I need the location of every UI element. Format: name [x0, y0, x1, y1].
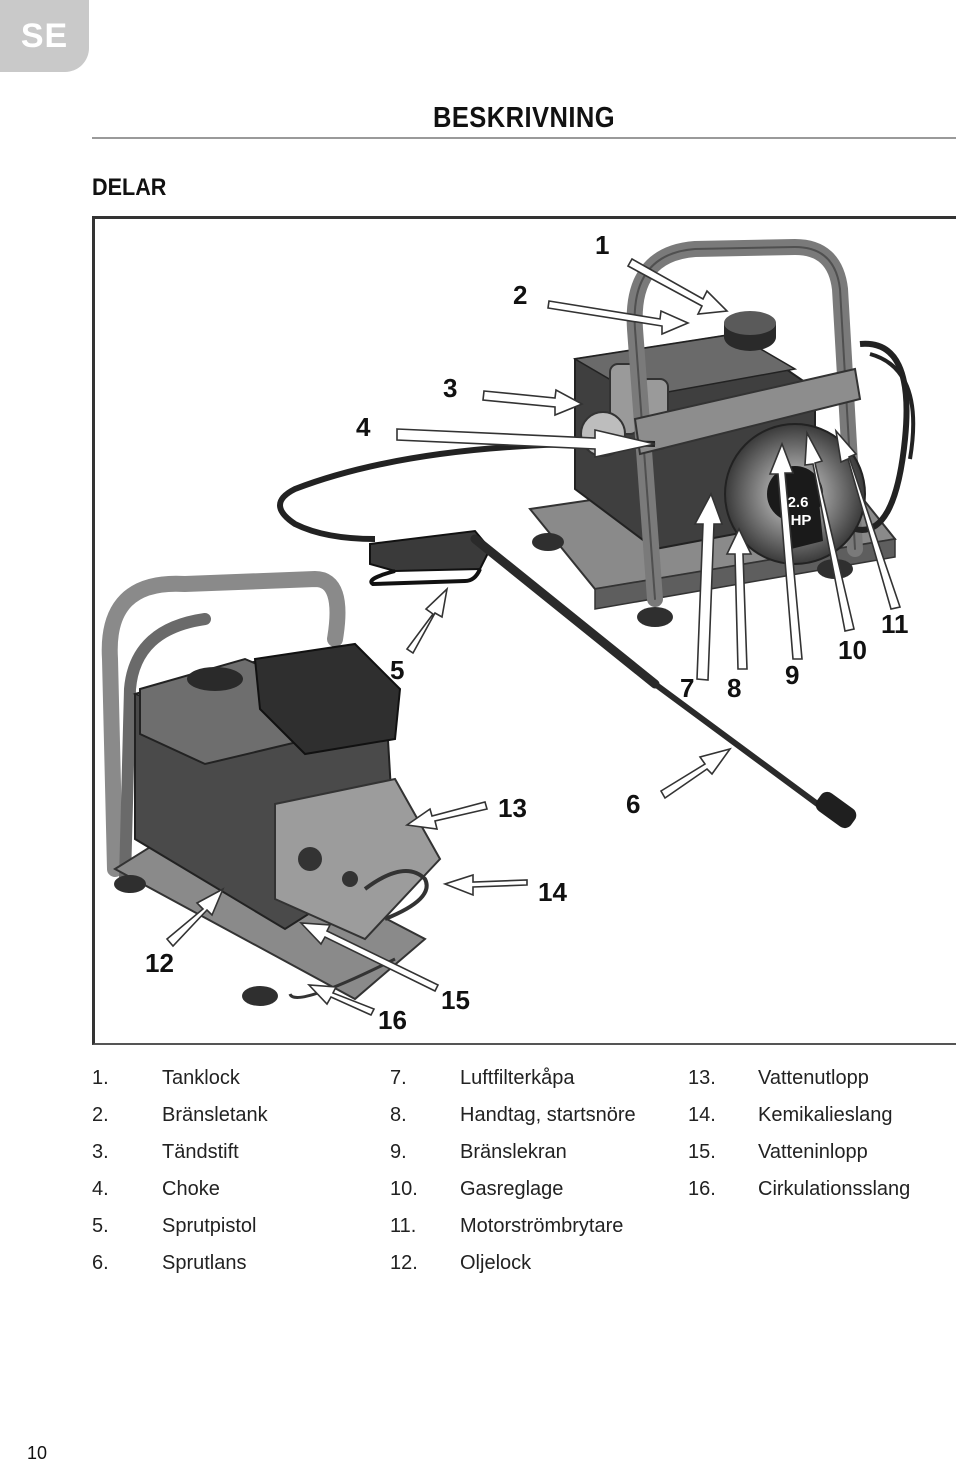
callout-8: 8 — [727, 673, 741, 703]
arrow-8 — [725, 527, 753, 670]
arrow-6 — [659, 747, 732, 800]
part-number: 5. — [92, 1215, 109, 1237]
hp-badge: 2.6 HP — [785, 481, 823, 549]
part-item: 9. Bränslekran — [390, 1134, 636, 1171]
arrow-14 — [442, 873, 528, 897]
arrow-5 — [405, 586, 449, 655]
parts-column-3: 13. Vattenutlopp 14. Kemikalieslang 15. Vat… — [688, 1060, 910, 1208]
part-label: Oljelock — [460, 1252, 532, 1274]
part-label: Cirkulationsslang — [758, 1178, 911, 1200]
part-item: 13. Vattenutlopp — [688, 1060, 910, 1097]
hp-badge-line1: 2.6 — [788, 494, 809, 511]
part-label: Handtag, startsnöre — [460, 1104, 636, 1126]
callout-5: 5 — [390, 655, 404, 685]
arrow-13 — [404, 801, 489, 830]
callout-9: 9 — [785, 660, 799, 690]
part-number: 10. — [390, 1178, 418, 1200]
callout-7: 7 — [680, 673, 694, 703]
callout-16: 16 — [378, 1005, 407, 1035]
part-label: Choke — [162, 1178, 220, 1200]
part-label: Vattenutlopp — [758, 1067, 869, 1089]
callout-4: 4 — [356, 412, 371, 442]
part-label: Sprutpistol — [162, 1215, 257, 1237]
callout-15: 15 — [441, 985, 470, 1015]
part-item: 5. Sprutpistol — [92, 1208, 268, 1245]
hp-badge-line2: HP — [791, 512, 812, 529]
callout-2: 2 — [513, 280, 527, 310]
part-number: 1. — [92, 1067, 109, 1089]
part-label: Bränsletank — [162, 1104, 268, 1126]
part-number: 7. — [390, 1067, 407, 1089]
arrow-4 — [396, 428, 656, 458]
pressure-washer-figure: 2.6 HP — [92, 216, 956, 1045]
arrow-12 — [165, 887, 225, 948]
part-number: 16. — [688, 1178, 716, 1200]
arrow-7 — [693, 492, 724, 681]
callout-13: 13 — [498, 793, 527, 823]
arrow-2 — [547, 300, 691, 336]
page-number: 10 — [27, 1443, 48, 1463]
language-tab: SE — [0, 0, 89, 72]
part-label: Tändstift — [162, 1141, 239, 1163]
part-item: 4. Choke — [92, 1171, 268, 1208]
part-item: 1. Tanklock — [92, 1060, 268, 1097]
part-number: 2. — [92, 1104, 109, 1126]
part-number: 12. — [390, 1252, 418, 1274]
part-label: Bränslekran — [460, 1141, 567, 1163]
page-title: BESKRIVNING — [432, 102, 616, 134]
machine-front-view — [101, 570, 442, 1006]
parts-column-2: 7. Luftfilterkåpa 8. Handtag, startsnöre 9… — [390, 1060, 636, 1282]
parts-column-1: 1. Tanklock 2. Bränsletank 3. Tändstift 4. C… — [92, 1060, 268, 1282]
part-number: 11. — [390, 1215, 417, 1237]
part-label: Sprutlans — [162, 1252, 247, 1274]
part-label: Kemikalieslang — [758, 1104, 893, 1126]
arrow-16 — [306, 984, 376, 1017]
part-item: 10. Gasreglage — [390, 1171, 636, 1208]
callout-10: 10 — [838, 635, 867, 665]
part-item: 16. Cirkulationsslang — [688, 1171, 910, 1208]
callout-11: 11 — [881, 609, 909, 639]
part-number: 8. — [390, 1104, 407, 1126]
arrow-15 — [299, 922, 440, 993]
part-number: 6. — [92, 1252, 109, 1274]
part-item: 15. Vatteninlopp — [688, 1134, 910, 1171]
callout-6: 6 — [626, 789, 640, 819]
spray-hose — [277, 440, 656, 542]
part-label: Luftfilterkåpa — [460, 1067, 575, 1089]
section-title: DELAR — [92, 174, 167, 201]
arrow-9 — [768, 441, 803, 660]
callout-12: 12 — [145, 948, 174, 978]
part-number: 14. — [688, 1104, 716, 1126]
part-number: 9. — [390, 1141, 407, 1163]
callout-1: 1 — [595, 230, 609, 260]
callout-3: 3 — [443, 373, 457, 403]
part-number: 15. — [688, 1141, 716, 1163]
part-number: 4. — [92, 1178, 109, 1200]
part-item: 6. Sprutlans — [92, 1245, 268, 1282]
title-divider — [92, 137, 956, 139]
callout-14: 14 — [538, 877, 567, 907]
part-number: 3. — [92, 1141, 109, 1163]
arrow-1 — [626, 257, 729, 315]
part-item: 12. Oljelock — [390, 1245, 636, 1282]
part-label: Motorströmbrytare — [460, 1215, 624, 1237]
part-item: 8. Handtag, startsnöre — [390, 1097, 636, 1134]
arrow-10 — [804, 430, 855, 632]
part-label: Vatteninlopp — [758, 1141, 868, 1163]
part-item: 7. Luftfilterkåpa — [390, 1060, 636, 1097]
parts-list: 1. Tanklock 2. Bränsletank 3. Tändstift 4. C… — [92, 1060, 956, 1290]
part-label: Tanklock — [162, 1067, 240, 1089]
arrow-11 — [834, 428, 902, 610]
part-number: 13. — [688, 1067, 716, 1089]
spray-gun-drawing — [369, 529, 857, 829]
part-item: 2. Bränsletank — [92, 1097, 268, 1134]
part-item: 14. Kemikalieslang — [688, 1097, 910, 1134]
part-item: 11. Motorströmbrytare — [390, 1208, 636, 1245]
pressure-washer-illustration: 2.6 HP — [101, 230, 916, 1035]
arrow-3 — [482, 388, 584, 417]
part-item: 3. Tändstift — [92, 1134, 268, 1171]
part-label: Gasreglage — [460, 1178, 564, 1200]
